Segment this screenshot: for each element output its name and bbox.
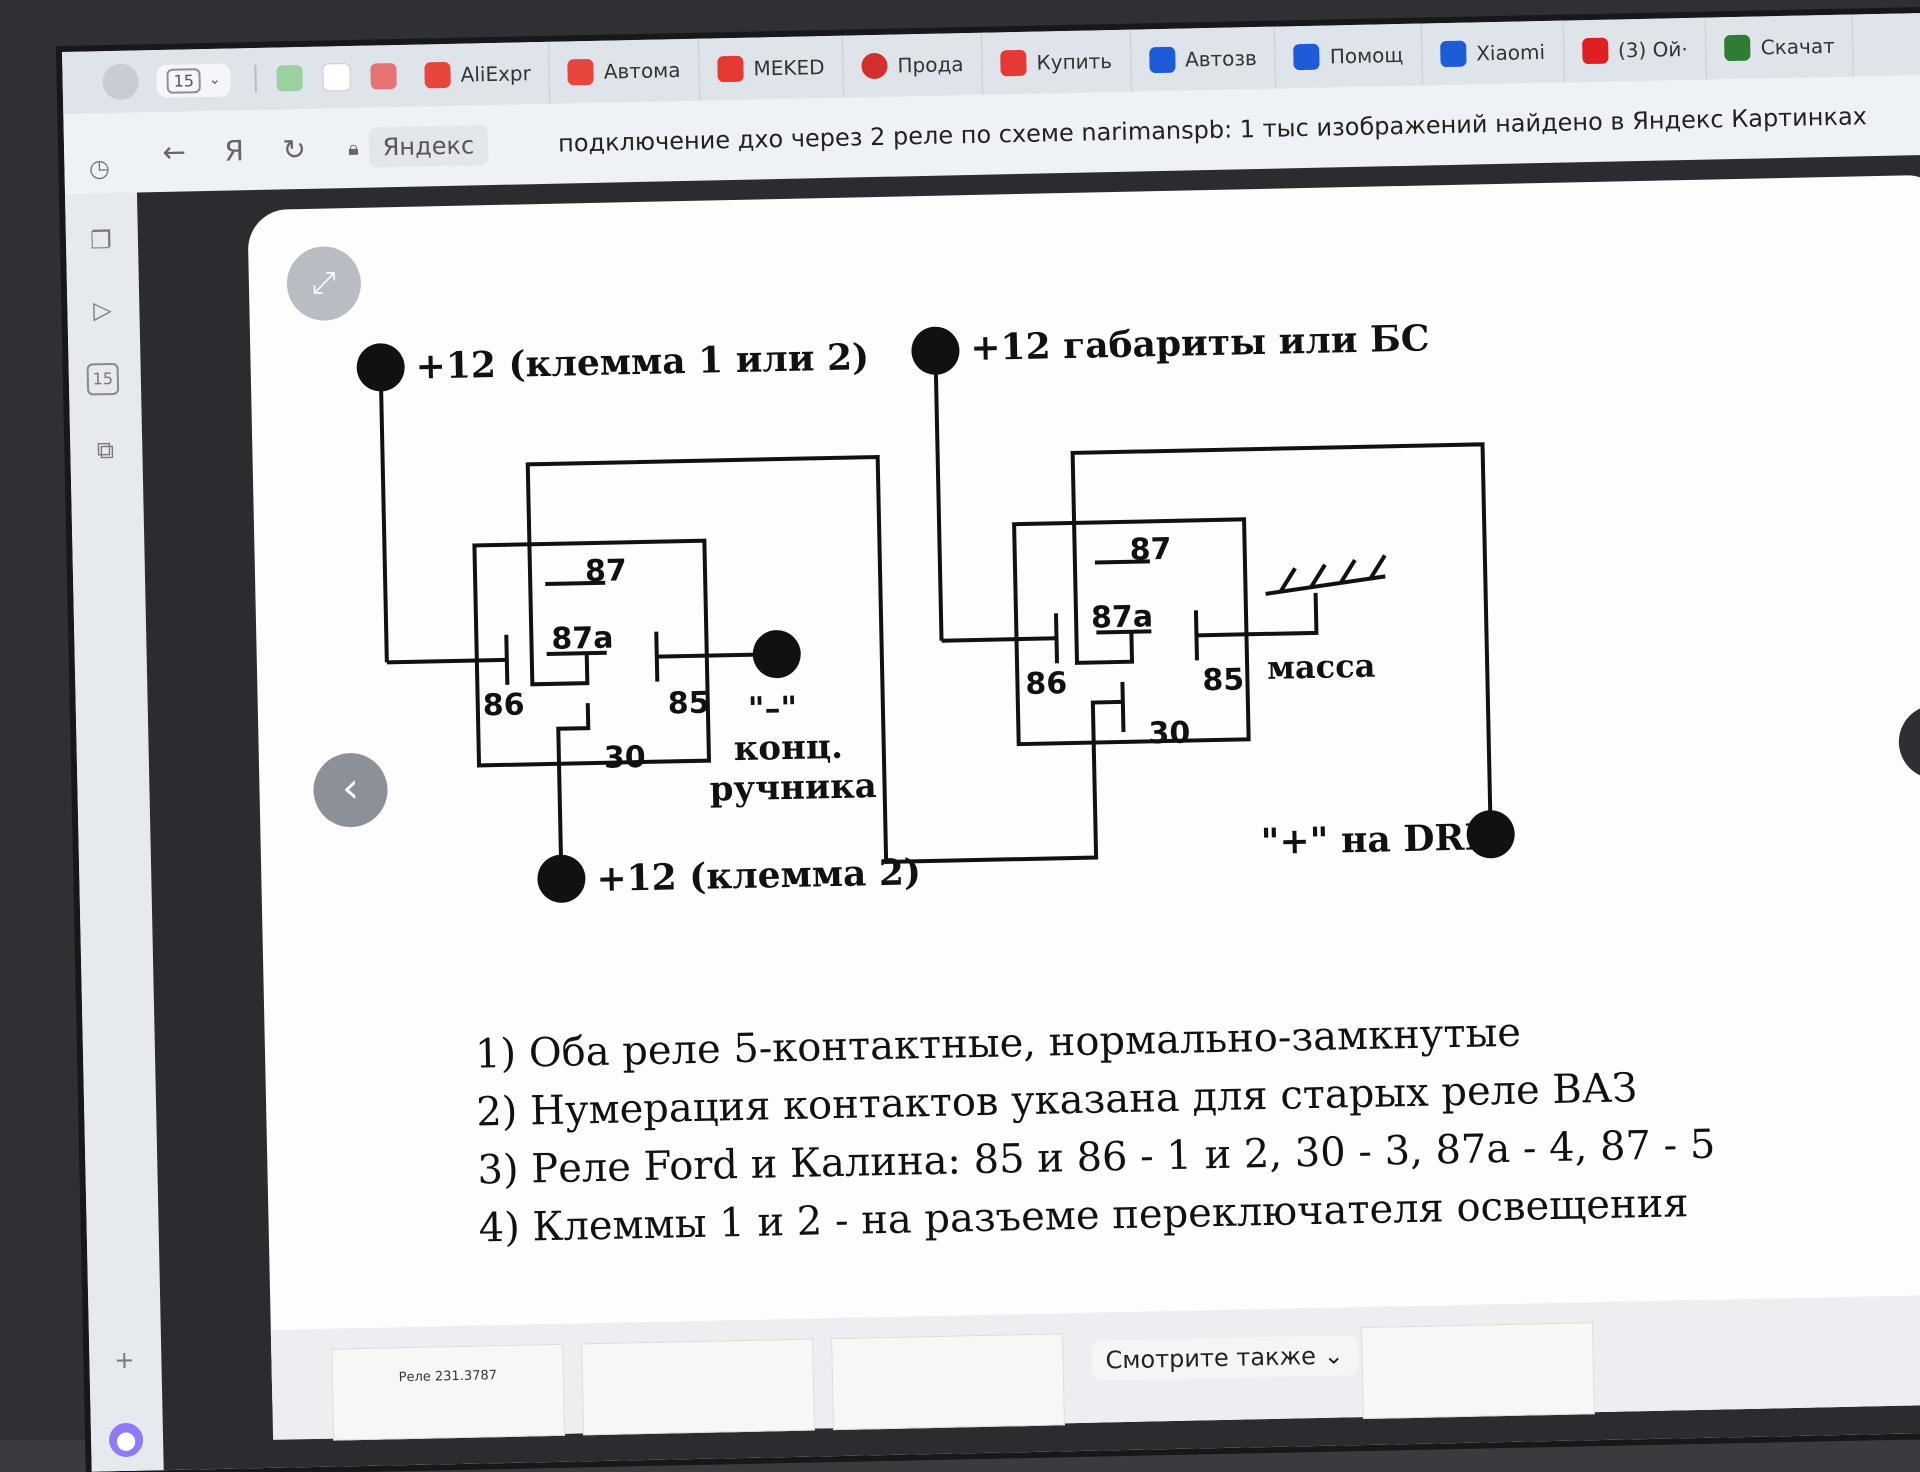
relay2-pin-30: 30 [1148, 716, 1190, 752]
site-icon [717, 55, 744, 83]
site-icon [1148, 46, 1176, 74]
chevron-down-icon: ⌄ [208, 71, 221, 88]
relay2-pin-86: 86 [1025, 666, 1067, 702]
relay1-pin-87: 87 [585, 553, 627, 589]
terminal-dot [911, 326, 960, 375]
site-host[interactable]: Яндекс [368, 125, 489, 168]
site-icon [1439, 40, 1467, 68]
label-konc: конц. [733, 727, 843, 769]
relay2-body [1012, 517, 1251, 747]
add-icon[interactable]: + [114, 1345, 135, 1375]
lock-icon[interactable]: 🔒︎ [347, 135, 359, 161]
related-thumbnail[interactable] [831, 1333, 1065, 1431]
site-icon [861, 52, 888, 80]
tab-kupit[interactable]: Купить [981, 29, 1132, 95]
relay2-pin-87: 87 [1129, 532, 1171, 568]
terminal-dot [356, 343, 405, 392]
terminal-dot [752, 630, 801, 679]
ground-bar [1265, 574, 1386, 596]
play-icon[interactable]: ▷ [92, 296, 112, 325]
wire [933, 350, 944, 641]
site-icon [567, 58, 595, 86]
back-arrow-icon[interactable]: ← [162, 134, 187, 169]
collections-icon[interactable]: ❐ [89, 226, 112, 255]
related-thumbnail[interactable] [581, 1338, 816, 1436]
tab-aliexpress[interactable]: AliExpr [406, 41, 551, 107]
tab-count: 15 [166, 67, 202, 94]
browser-window: 15 ⌄ AliExpr Автома MEKED Прода Купить А… [62, 12, 1920, 1472]
site-icon [1000, 49, 1027, 77]
tab-counter[interactable]: 15 ⌄ [156, 62, 232, 98]
tab-skachat[interactable]: Скачат [1706, 14, 1855, 80]
history-icon[interactable]: ◷ [88, 154, 111, 183]
relay-wiring-diagram: +12 (клемма 1 или 2) +12 габариты или БС… [356, 317, 1515, 903]
calendar-icon[interactable]: 15 [86, 362, 120, 396]
terminal-dot [537, 854, 586, 903]
wire [941, 636, 1057, 643]
drl-wire [1070, 442, 1493, 835]
relay1-pin-30: 30 [604, 740, 646, 776]
relay1-30-wire [556, 703, 591, 874]
youtube-icon [1581, 37, 1609, 65]
wire [1196, 592, 1319, 638]
tab-avtoma[interactable]: Автома [549, 38, 701, 104]
tab-xiaomi[interactable]: Xiaomi [1421, 20, 1565, 86]
ground-hatch [1308, 563, 1327, 590]
relay1-87a-contact [546, 650, 607, 656]
related-images-strip: Реле 231.3787 Смотрите также ⌄ [270, 1294, 1920, 1441]
diagram-notes: 1) Оба реле 5-контактные, нормально-замк… [474, 1000, 1717, 1258]
relay2-pin-87a: 87a [1091, 599, 1154, 635]
profile-avatar[interactable] [102, 63, 140, 101]
wire [378, 367, 389, 663]
page-title[interactable]: подключение дхо через 2 реле по схеме na… [557, 102, 1868, 158]
relay1-body [472, 538, 712, 768]
see-also-button[interactable]: Смотрите также ⌄ [1091, 1335, 1359, 1381]
pinned-tab-icon[interactable] [370, 62, 397, 90]
ground-hatch [1368, 554, 1387, 580]
label-minus: "–" [748, 689, 798, 728]
ground-hatch [1338, 558, 1357, 585]
tab-proda[interactable]: Прода [842, 32, 984, 98]
screenshot-icon[interactable]: ⧉ [96, 436, 115, 465]
yandex-logo-icon[interactable]: Я [224, 133, 245, 168]
site-icon [1293, 43, 1321, 71]
tab-meked[interactable]: MEKED [698, 35, 845, 101]
next-image-button[interactable]: › [1898, 704, 1920, 780]
terminal-dot [1466, 810, 1515, 859]
label-plus12-terminal-1-or-2: +12 (клемма 1 или 2) [415, 336, 869, 387]
relay1-pin-85: 85 [667, 686, 709, 722]
relay1-coil-86 [504, 634, 510, 685]
image-viewer: ⤢ ‹ › [136, 154, 1920, 1471]
wire [386, 657, 507, 665]
relay2-87-contact [1094, 559, 1150, 565]
tab-pomosh[interactable]: Помощ [1275, 23, 1423, 89]
ground-hatch [1278, 567, 1297, 593]
relay2-pin-85: 85 [1202, 662, 1244, 698]
blank-tab-icon[interactable] [322, 62, 351, 92]
tab-avtozv[interactable]: Автозв [1130, 26, 1277, 92]
aliexpress-icon [424, 61, 451, 89]
relay2-coil-86 [1053, 613, 1060, 664]
relay1-pin-86: 86 [482, 687, 524, 723]
related-thumbnail[interactable] [1360, 1322, 1595, 1420]
relay1-87-contact [545, 580, 606, 586]
label-plus12-parking-lights: +12 габариты или БС [970, 317, 1430, 369]
label-plus-drl: "+" на DRL [1260, 816, 1490, 863]
extension-icon[interactable] [276, 64, 303, 92]
label-massa: масса [1267, 647, 1376, 687]
reload-icon[interactable]: ↻ [282, 132, 307, 166]
site-icon [1724, 34, 1752, 62]
divider [254, 64, 257, 93]
wire [525, 454, 1123, 864]
image-card: ⤢ ‹ › [247, 174, 1920, 1441]
label-plus12-terminal-2: +12 (клемма 2) [596, 851, 921, 900]
related-thumbnail[interactable]: Реле 231.3787 [331, 1343, 566, 1441]
chevron-down-icon: ⌄ [1323, 1341, 1344, 1370]
relay2-30-contact [1120, 681, 1126, 732]
label-ruchnika: ручника [709, 766, 877, 809]
relay1-pin-87a: 87a [551, 621, 614, 657]
relay2-87a-contact [1096, 629, 1152, 635]
tab-youtube[interactable]: (3) Ой· [1563, 17, 1708, 83]
